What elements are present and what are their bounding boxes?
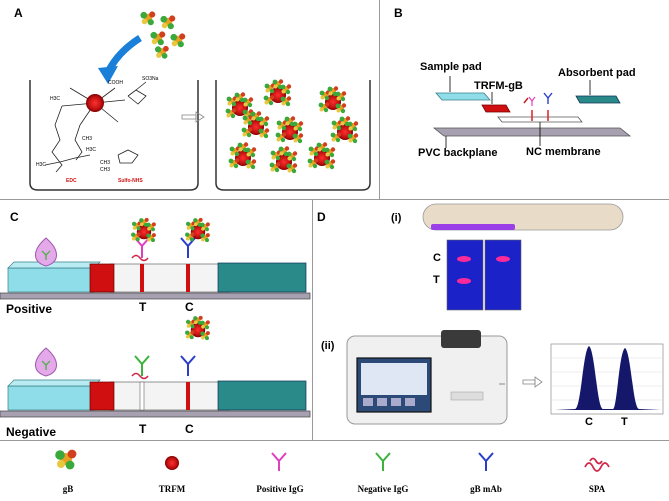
strip-c-label: C [433, 252, 441, 264]
legend-label-trfm: TRFM [158, 484, 186, 494]
cooh-group: COOH [108, 80, 123, 86]
sample-drop-positive-icon [35, 237, 57, 267]
uv-lamp-icon [422, 203, 624, 231]
left-beaker [29, 80, 199, 191]
panel-b: B Sample pad TRFM-gB Absorbent pad PVC b… [380, 0, 669, 200]
strip-assembly-diagram [432, 76, 632, 148]
panel-b-label: B [394, 6, 403, 20]
gb-mab-icon [180, 355, 196, 376]
sample-pad [435, 92, 491, 101]
sample-pad-label: Sample pad [420, 61, 482, 73]
pvc-backplane-label: PVC backplane [418, 147, 498, 159]
negative-igg-icon [134, 355, 150, 376]
panel-d-label: D [317, 210, 326, 224]
positive-igg-icon [271, 452, 287, 471]
absorbent-pad [575, 95, 621, 104]
trfm-gb-conjugates [226, 79, 359, 173]
conjugate-label: TRFM-gB [474, 80, 523, 92]
positive-t-label: T [139, 300, 147, 314]
fluorescence-strip-negative [484, 239, 522, 311]
fluorescence-strip-positive [446, 239, 484, 311]
right-beaker [215, 80, 371, 191]
legend-icons [55, 449, 610, 472]
chain-label-5: CH3 [100, 167, 111, 173]
panel-d: D (i) (ii) [313, 200, 669, 440]
fluorescence-peaks-chart [550, 343, 664, 415]
peak-c-label: C [585, 416, 593, 428]
part-ii-label: (ii) [321, 340, 335, 352]
negative-t-label: T [139, 422, 147, 436]
output-arrow-icon [522, 376, 543, 388]
trfm-core-icon [86, 94, 104, 112]
nc-membrane-label: NC membrane [526, 146, 601, 158]
gb-mab-icon [478, 452, 494, 471]
reader-diagram [346, 203, 664, 425]
strip-test-diagram [0, 200, 311, 418]
nc-membrane [497, 116, 583, 123]
legend-label-spa: SPA [588, 484, 606, 494]
negative-igg-icon [375, 452, 391, 471]
chain-label-3: CH3 [100, 160, 111, 166]
positive-label: Positive [6, 302, 53, 316]
process-arrow-icon [181, 111, 205, 123]
panel-a-label: A [14, 6, 23, 20]
conjugate-pad [481, 104, 511, 113]
panel-c: C [0, 200, 313, 440]
gb-mab-icon [543, 92, 553, 104]
chain-label-6: H3C [86, 147, 97, 153]
panel-c-label: C [10, 210, 19, 224]
synthesis-diagram [29, 11, 371, 191]
positive-strip [0, 261, 311, 300]
gb-icon [55, 449, 77, 470]
legend-label-gb-mab: gB mAb [470, 484, 502, 494]
gb-mab-icon [180, 237, 196, 258]
trfm-icon [165, 456, 179, 470]
strip-t-label: T [433, 274, 440, 286]
igg-icon [528, 96, 536, 106]
pvc-backplane [432, 127, 632, 137]
gb-cluster-icon [140, 11, 186, 59]
reagent-edc: EDC [66, 178, 77, 184]
chain-label-4: H3C [36, 162, 47, 168]
legend-label-positive-igg: Positive IgG [256, 484, 304, 494]
reagent-sulfo-nhs: Sulfo-NHS [118, 178, 143, 184]
part-i-label: (i) [391, 212, 402, 224]
peak-t-label: T [621, 416, 628, 428]
chain-label-2: CH3 [82, 136, 93, 142]
legend: gB TRFM Positive IgG Negative IgG gB mAb… [0, 440, 669, 500]
spa-icon [584, 457, 610, 472]
absorbent-pad-label: Absorbent pad [558, 67, 636, 79]
fluorescence-reader-device [346, 330, 508, 425]
chain-label-1: H3C [50, 96, 61, 102]
panel-a: A [0, 0, 380, 200]
negative-c-label: C [185, 422, 194, 436]
negative-label: Negative [6, 425, 57, 439]
legend-label-gb: gB [62, 484, 74, 494]
sample-drop-negative-icon [35, 347, 57, 377]
negative-strip [0, 379, 311, 418]
positive-c-label: C [185, 300, 194, 314]
legend-label-negative-igg: Negative IgG [357, 484, 409, 494]
so3na-group: SO3Na [142, 76, 159, 82]
